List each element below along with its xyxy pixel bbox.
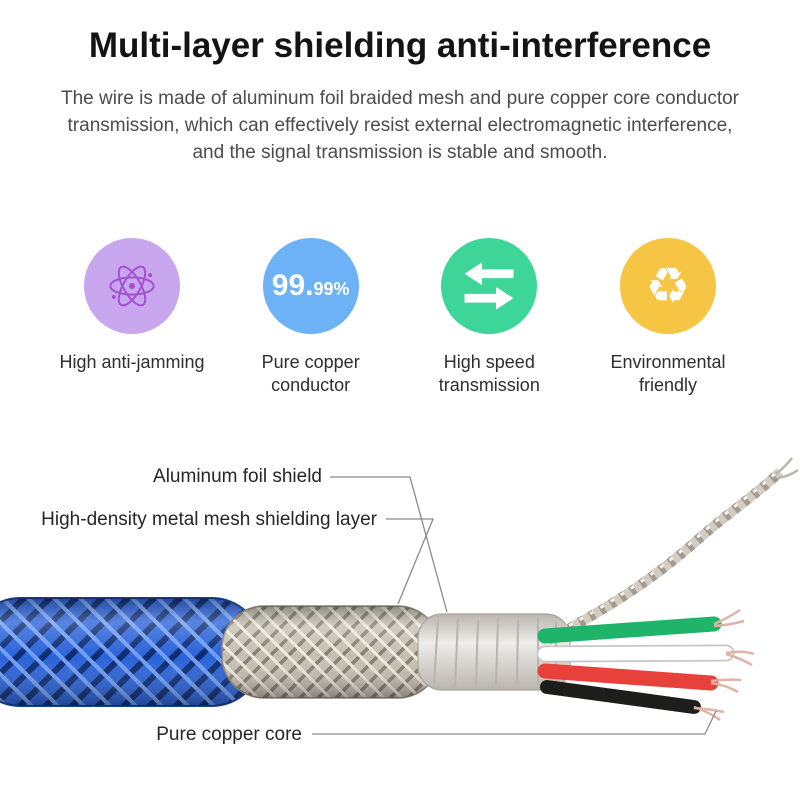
feature-caption: Pure copper conductor [261, 352, 360, 396]
transfer-arrows-icon [441, 238, 538, 334]
drain-wire [545, 457, 799, 645]
wire-black [540, 680, 701, 714]
purity-value-minor: 99% [313, 279, 350, 299]
atom-icon [84, 238, 180, 334]
description: The wire is made of aluminum foil braide… [60, 88, 740, 163]
purity-value-major: 99. [271, 269, 314, 302]
label-pure-copper-core: Pure copper core [156, 724, 302, 745]
wire-red [537, 663, 719, 691]
diagram-connector-lines [312, 476, 717, 735]
feature-caption: Environmental friendly [610, 352, 726, 396]
label-mesh-shielding-layer: High-density metal mesh shielding layer [41, 509, 377, 530]
feature-high-speed: High speed transmission [401, 238, 577, 398]
feature-environmental: ♻ Environmental friendly [580, 238, 756, 398]
feature-pure-copper: 99. 99% Pure copper conductor [223, 238, 399, 398]
feature-anti-jamming: High anti-jamming [44, 238, 220, 398]
metal-mesh-shield [221, 605, 441, 699]
connector-line-foil [330, 476, 448, 613]
purity-badge: 99. 99% [262, 238, 359, 334]
page-title: Multi-layer shielding anti-interference [88, 26, 712, 65]
features-row: High anti-jamming 99. 99% Pure copper co… [44, 238, 756, 398]
feature-caption: High speed transmission [438, 352, 540, 396]
connector-line-core [312, 710, 717, 735]
wire-green [537, 616, 722, 644]
copper-strands [693, 608, 755, 722]
label-aluminum-foil-shield: Aluminum foil shield [153, 466, 322, 487]
connector-line-mesh [386, 518, 434, 605]
recycle-icon: ♻ [619, 238, 716, 334]
purity-value: 99. 99% [272, 269, 350, 303]
atom-icon-svg [109, 265, 155, 307]
wire-white [538, 646, 733, 661]
transfer-arrows-svg [464, 262, 514, 310]
cable-diagram [0, 457, 799, 735]
cable-jacket [0, 597, 263, 707]
feature-caption: High anti-jamming [59, 352, 205, 372]
inner-wires [536, 616, 735, 714]
recycle-glyph: ♻ [645, 258, 691, 314]
